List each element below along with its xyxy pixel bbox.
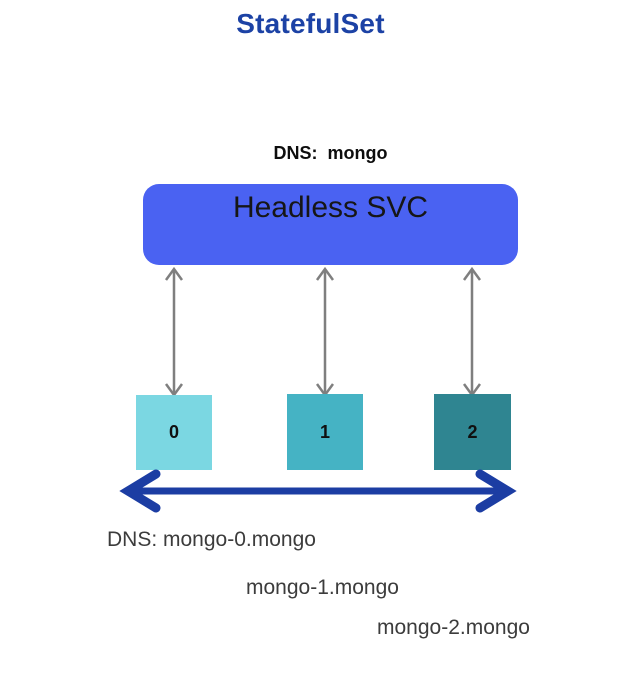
pod-dns-record-0: DNS: mongo-0.mongo xyxy=(107,528,316,551)
double-arrow-vertical-icon xyxy=(462,266,482,398)
pod-square-1: 1 xyxy=(287,394,363,470)
double-arrow-horizontal-icon xyxy=(119,469,517,513)
double-arrow-vertical-icon xyxy=(164,266,184,398)
pod-dns-record-1: mongo-1.mongo xyxy=(246,576,399,599)
arrowhead-up-icon xyxy=(462,266,482,281)
pod-square-0: 0 xyxy=(136,395,212,470)
service-dns-label: DNS: mongo xyxy=(273,143,388,163)
pod-ordinal-label: 0 xyxy=(168,422,179,442)
page-title: StatefulSet xyxy=(236,8,385,39)
arrowhead-up-icon xyxy=(164,266,184,281)
pod-dns-record-2: mongo-2.mongo xyxy=(377,616,530,639)
arrowhead-up-icon xyxy=(315,266,335,281)
pod-ordinal-label: 2 xyxy=(467,421,478,442)
headless-svc-box: Headless SVC xyxy=(143,184,518,265)
arrowhead-right-icon xyxy=(475,469,517,513)
arrowhead-left-icon xyxy=(119,469,161,513)
double-arrow-vertical-icon xyxy=(315,266,335,398)
headless-svc-label: Headless SVC xyxy=(232,191,429,224)
pod-square-2: 2 xyxy=(434,394,511,470)
pod-ordinal-label: 1 xyxy=(319,421,330,442)
